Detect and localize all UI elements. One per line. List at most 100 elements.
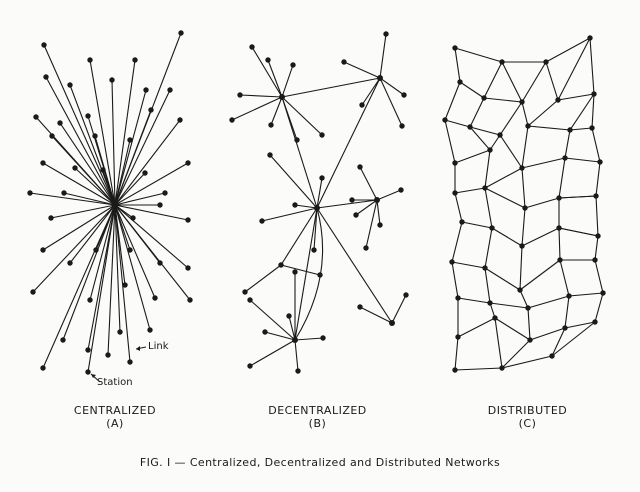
hub-node — [279, 94, 285, 100]
mesh-link — [521, 157, 566, 169]
mesh-node — [487, 147, 493, 153]
decentralized-label: DECENTRALIZED (B) — [255, 404, 380, 430]
mesh-node — [593, 193, 599, 199]
mesh-link — [454, 367, 503, 371]
mesh-link — [469, 126, 501, 136]
mesh-link — [501, 61, 523, 103]
network-link — [231, 96, 283, 121]
station-node — [359, 102, 365, 108]
network-link — [114, 109, 152, 206]
network-link — [89, 59, 116, 206]
station-node — [41, 42, 47, 48]
station-node — [185, 217, 191, 223]
station-node — [85, 369, 91, 375]
mesh-link — [527, 99, 559, 127]
network-link — [281, 64, 294, 98]
station-node — [67, 260, 73, 266]
station-node — [320, 335, 326, 341]
mesh-node — [497, 132, 503, 138]
station-node — [262, 329, 268, 335]
network-link — [114, 119, 181, 206]
station-node — [353, 212, 359, 218]
mesh-node — [592, 257, 598, 263]
decentralized-network — [229, 31, 409, 374]
hub-link — [281, 77, 381, 98]
network-link — [379, 77, 403, 127]
mesh-link — [521, 167, 526, 209]
network-link — [249, 339, 296, 367]
station-node — [363, 245, 369, 251]
mesh-link — [521, 101, 529, 127]
mesh-link — [559, 259, 570, 297]
station-node — [286, 313, 292, 319]
station-node — [49, 133, 55, 139]
network-link — [43, 44, 116, 206]
mesh-link — [451, 261, 486, 269]
mesh-link — [454, 47, 503, 63]
mesh-link — [521, 125, 529, 169]
network-link — [114, 139, 131, 206]
station-node — [317, 272, 323, 278]
mesh-link — [564, 321, 596, 329]
network-link — [32, 204, 116, 293]
station-node — [341, 59, 347, 65]
network-link — [74, 167, 116, 206]
station-node — [147, 327, 153, 333]
station-node — [72, 165, 78, 171]
mesh-link — [557, 37, 591, 101]
station-node — [117, 329, 123, 335]
mesh-link — [545, 37, 591, 63]
mesh-link — [521, 227, 560, 247]
mesh-node — [556, 225, 562, 231]
mesh-link — [484, 167, 523, 189]
mesh-node — [452, 45, 458, 51]
mesh-node — [482, 265, 488, 271]
mesh-link — [461, 221, 493, 229]
centralized-title: CENTRALIZED — [73, 404, 157, 417]
mesh-node — [455, 295, 461, 301]
station-node — [290, 62, 296, 68]
mesh-link — [484, 267, 521, 291]
station-node — [268, 122, 274, 128]
distributed-letter: (C) — [518, 417, 537, 430]
network-link — [376, 199, 381, 226]
station-node — [377, 222, 383, 228]
network-link — [281, 96, 298, 141]
mesh-node — [525, 305, 531, 311]
station-node — [401, 92, 407, 98]
network-link — [280, 264, 321, 276]
mesh-link — [484, 149, 491, 189]
centralized-network — [27, 30, 193, 375]
mesh-link — [527, 295, 570, 309]
mesh-link — [524, 197, 560, 209]
station-node — [349, 197, 355, 203]
mesh-node — [587, 35, 593, 41]
mesh-node — [522, 205, 528, 211]
mesh-node — [482, 185, 488, 191]
figure-caption: FIG. I — Centralized, Decentralized and … — [139, 456, 501, 469]
mesh-link — [494, 317, 531, 341]
network-link — [114, 162, 189, 206]
network-link — [376, 189, 402, 201]
mesh-node — [556, 195, 562, 201]
station-node — [87, 57, 93, 63]
hub-node — [374, 197, 380, 203]
network-link — [267, 59, 283, 98]
mesh-link — [557, 93, 595, 101]
mesh-node — [487, 300, 493, 306]
network-link — [281, 96, 323, 136]
mesh-link — [564, 157, 601, 163]
hub-node — [292, 337, 298, 343]
mesh-link — [454, 187, 486, 194]
station-node — [178, 30, 184, 36]
network-link — [51, 135, 116, 206]
station-node — [40, 365, 46, 371]
network-link — [316, 177, 323, 209]
mesh-node — [489, 225, 495, 231]
mesh-link — [564, 295, 570, 329]
mesh-link — [483, 61, 503, 99]
network-link — [343, 61, 381, 79]
mesh-link — [444, 81, 461, 121]
mesh-node — [592, 319, 598, 325]
